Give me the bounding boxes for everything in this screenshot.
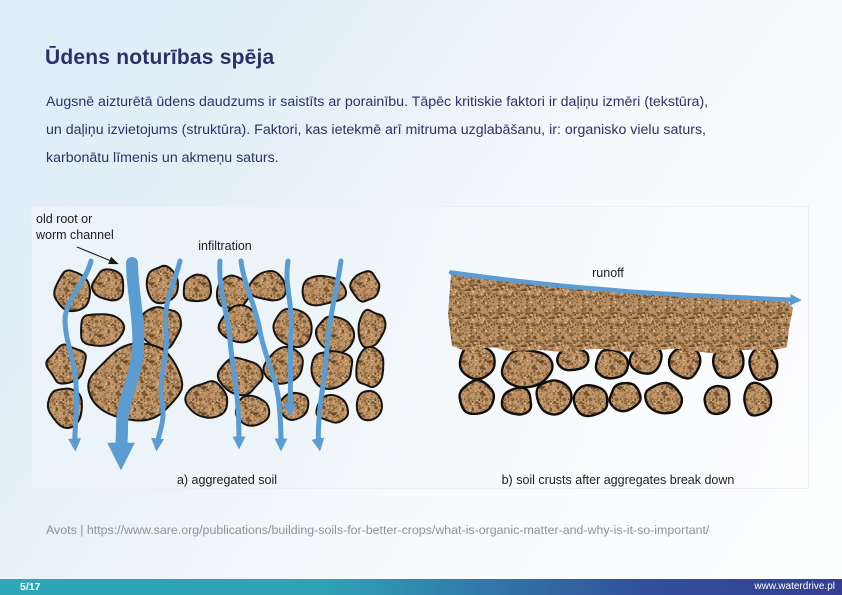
- svg-text:old root or: old root or: [36, 212, 92, 226]
- svg-text:a) aggregated soil: a) aggregated soil: [177, 473, 277, 487]
- svg-text:infiltration: infiltration: [198, 239, 252, 253]
- svg-text:worm channel: worm channel: [35, 228, 114, 242]
- svg-text:runoff: runoff: [592, 266, 624, 280]
- svg-text:b) soil crusts after aggregate: b) soil crusts after aggregates break do…: [502, 473, 735, 487]
